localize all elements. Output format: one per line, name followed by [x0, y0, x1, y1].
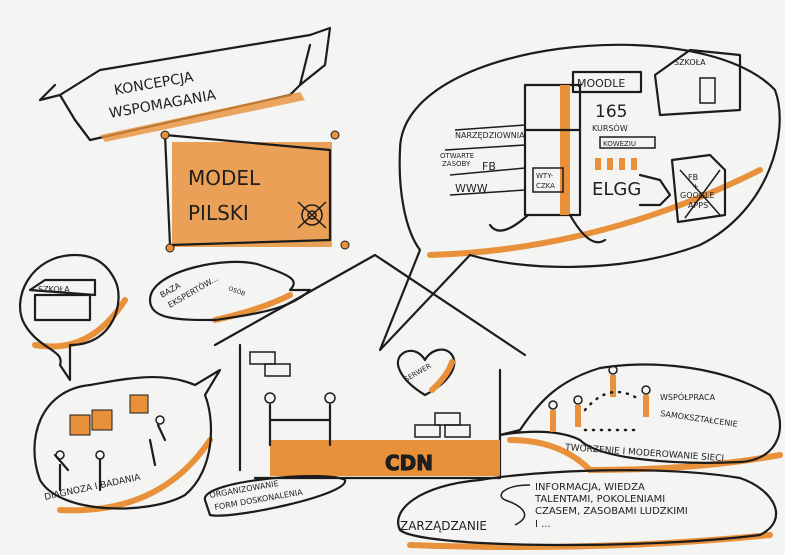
target-icon [297, 201, 327, 229]
management-line-3: CZASEM, ZASOBAMI LUDZKIMI [535, 506, 688, 517]
management-line-1: INFORMACJA, WIEDZA [535, 482, 645, 493]
school-building: SZKOŁA [653, 48, 742, 117]
network-item-cooperation: WSPÓŁPRACA [660, 391, 716, 402]
www-label: WWW [455, 182, 488, 195]
management-line-4: I ... [535, 519, 551, 530]
house: CDN [213, 253, 527, 480]
people-icon [595, 158, 637, 170]
courses-count: 165 [595, 102, 627, 122]
bricks-icon [249, 351, 471, 438]
handshake-people-icon [264, 392, 336, 447]
platform-bubble: MOODLE 165 KURSÓW KOWEZIU SZKOŁA NARZĘDZ… [378, 43, 781, 352]
doc-line-1: FB [688, 173, 698, 182]
doc-line-3: GOOGLE [680, 191, 715, 200]
model-pilski-box: MODEL PILSKI [160, 130, 350, 253]
management-title: ZARZĄDZANIE [400, 519, 487, 533]
doc-line-4: APPS [688, 201, 708, 210]
model-line-2: PILSKI [188, 201, 249, 225]
model-line-1: MODEL [188, 166, 261, 190]
plugin-label-1: WTY- [536, 172, 554, 180]
kowezi-label: KOWEZIU [603, 140, 636, 148]
moodle-label: MOODLE [577, 77, 625, 90]
tools-label: NARZĘDZIOWNIA [455, 131, 525, 140]
cdn-label: CDN [385, 451, 433, 475]
people-icon [53, 415, 167, 492]
courses-label: KURSÓW [592, 122, 628, 133]
plugin-label-2: CZKA [536, 182, 555, 190]
school-label: SZKOŁA [674, 58, 706, 67]
school-bubble: SZKOŁA [19, 253, 128, 382]
elgg-label: ELGG [592, 179, 641, 200]
people-network-icon [548, 365, 651, 432]
puzzle-icon [69, 394, 149, 436]
management-line-2: TALENTAMI, POKOLENIAMI [534, 494, 665, 505]
school-bubble-label: SZKOŁA [38, 285, 70, 294]
open-resources-2: ZASOBY [442, 160, 471, 168]
management-bubble: ZARZĄDZANIE INFORMACJA, WIEDZA TALENTAMI… [397, 469, 778, 551]
open-resources-1: OTWARTE [440, 152, 474, 160]
fb-label: FB [482, 160, 496, 173]
